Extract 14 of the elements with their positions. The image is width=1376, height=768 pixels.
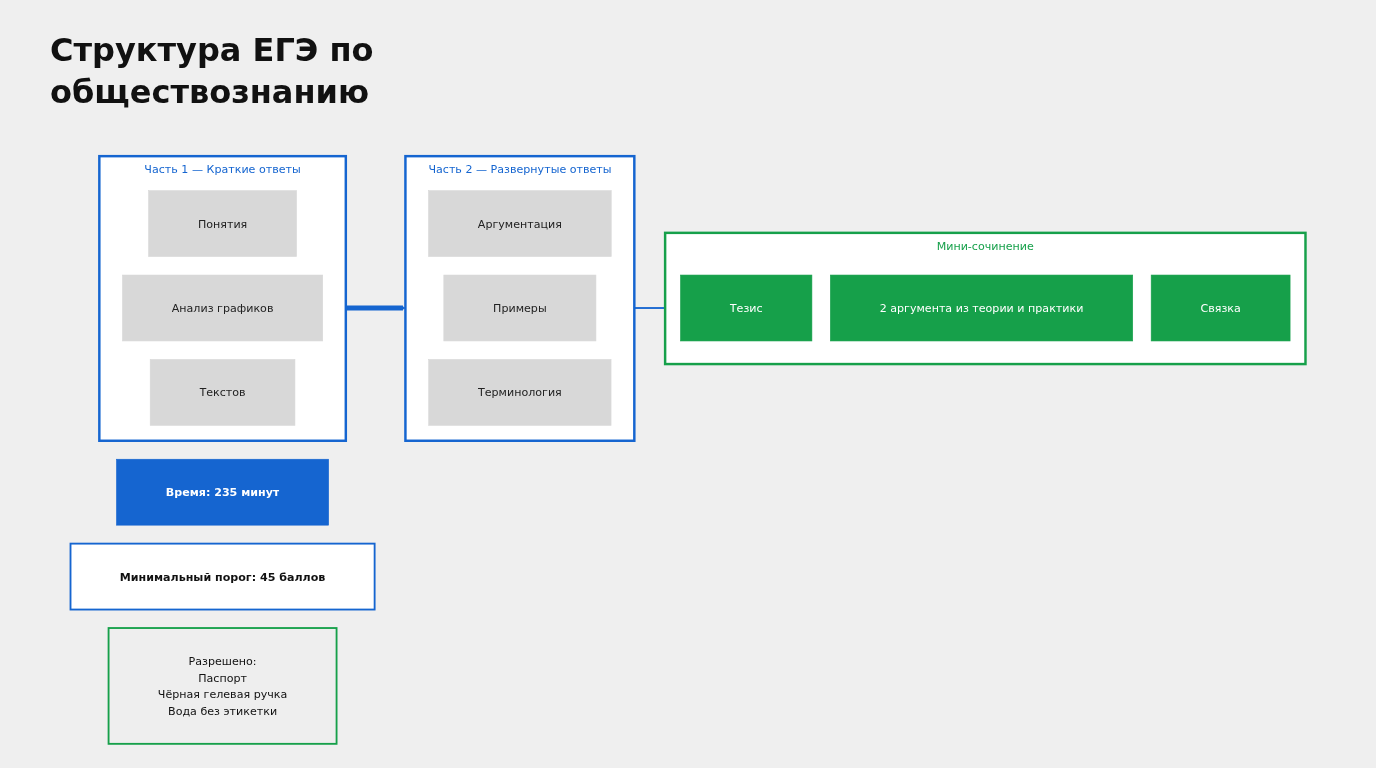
node-box: Время: 235 минут xyxy=(116,458,329,526)
node-box: Связка xyxy=(1150,274,1291,342)
node-box: Примеры xyxy=(443,274,597,342)
node-box: Текстов xyxy=(149,359,296,426)
node-box: Тезис xyxy=(680,274,813,342)
node-box: Понятия xyxy=(148,190,297,257)
node-box: Аргументация xyxy=(428,190,612,257)
node-box: Минимальный порог: 45 баллов xyxy=(69,542,376,611)
node-box: 2 аргумента из теории и практики xyxy=(830,274,1133,342)
node-box: Анализ графиков xyxy=(122,274,323,342)
node-box: Терминология xyxy=(428,359,612,426)
diagram-title: Структура ЕГЭ по обществознанию xyxy=(50,30,375,113)
arrow xyxy=(345,305,406,311)
node-box: Разрешено: Паспорт Чёрная гелевая ручка Вода без этикетки xyxy=(107,627,338,745)
